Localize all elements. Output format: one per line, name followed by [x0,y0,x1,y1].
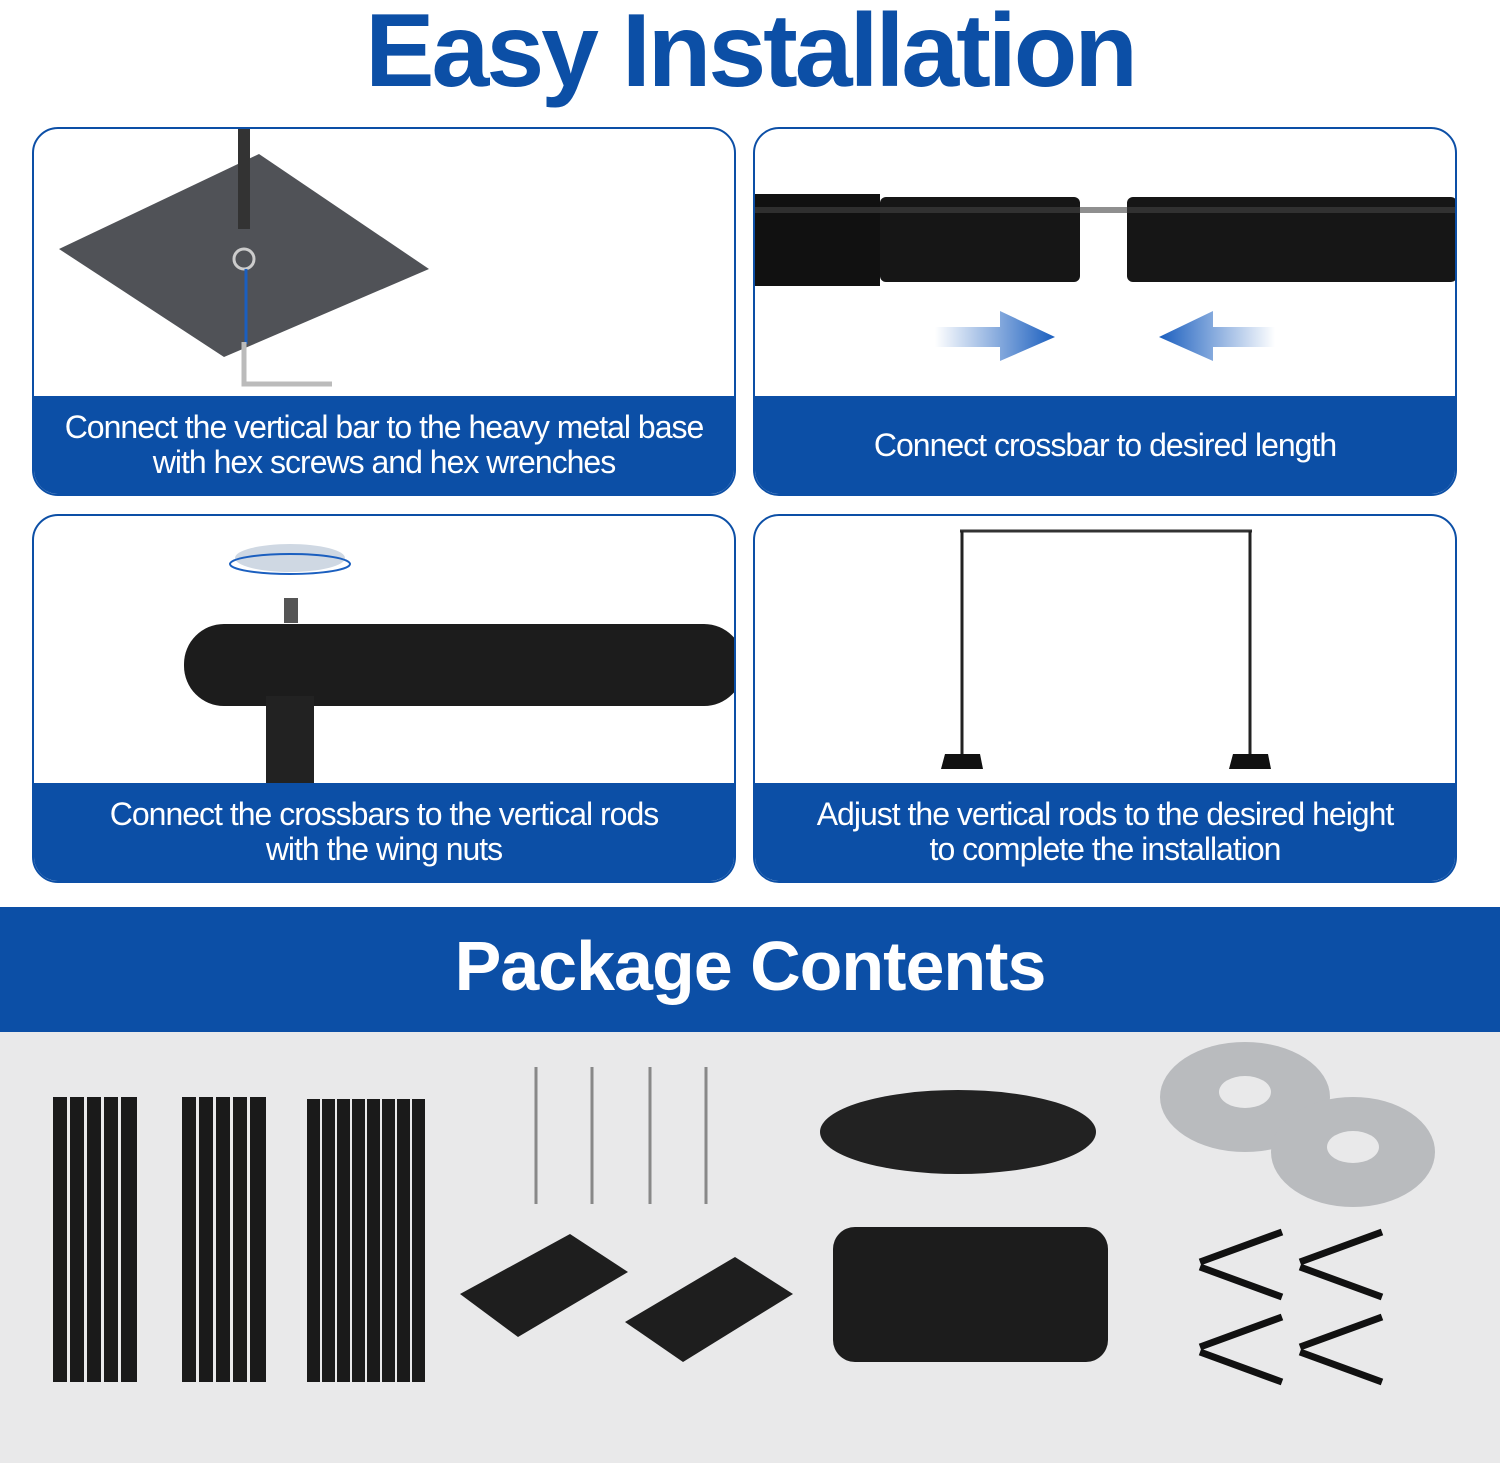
poles-group-1 [53,1097,137,1382]
arrow-right-icon [935,311,1055,361]
caption-line: with the wing nuts [265,831,503,867]
metal-base-illustration [59,129,429,387]
caption-line: Connect the crossbars to the vertical ro… [109,796,659,832]
caption-line: with hex screws and hex wrenches [152,444,616,480]
step-4-caption: Adjust the vertical rods to the desired … [755,783,1455,881]
step-3-panel: Connect the crossbars to the vertical ro… [32,514,736,883]
step-4-panel: Adjust the vertical rods to the desired … [753,514,1457,883]
step-1-caption: Connect the vertical bar to the heavy me… [34,396,734,494]
arrow-left-icon [1159,311,1275,361]
package-contents-banner: Package Contents [0,907,1500,1032]
caption-line: Connect the vertical bar to the heavy me… [64,409,705,445]
poles-group-2 [182,1097,266,1382]
caption-line: Connect crossbar to desired length [873,426,1337,463]
carry-bag [833,1227,1108,1362]
rope [820,1090,1096,1174]
base-plate [625,1257,793,1362]
page-title: Easy Installation [365,0,1138,109]
caption-line: to complete the installation [929,831,1282,867]
step-2-panel: Connect crossbar to desired length [753,127,1457,496]
ground-stakes [534,1067,708,1204]
base-plate [460,1234,628,1337]
step-1-panel: Connect the vertical bar to the heavy me… [32,127,736,496]
step-3-caption: Connect the crossbars to the vertical ro… [34,783,734,881]
crossbar-illustration [755,194,1455,361]
crossbar-poles [307,1099,425,1382]
stand-illustration [941,529,1271,769]
wing-nut-illustration [184,544,734,786]
package-items-illustration [53,1042,1435,1386]
spring-clamps [1198,1228,1384,1386]
step-2-caption: Connect crossbar to desired length [755,396,1455,494]
package-contents-area [0,1032,1500,1463]
sandbags [1160,1042,1435,1207]
caption-line: Adjust the vertical rods to the desired … [816,796,1395,832]
